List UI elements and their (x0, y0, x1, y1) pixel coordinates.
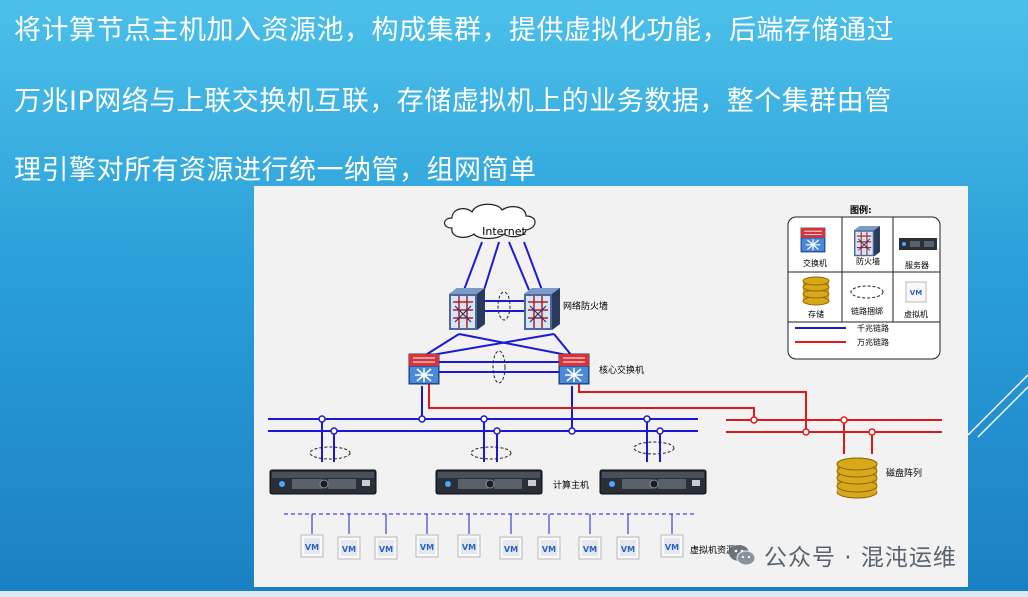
compute-hosts: 计算主机 (269, 469, 707, 495)
svg-text:交换机: 交换机 (803, 258, 827, 268)
link-bundles (309, 291, 675, 460)
disk-array-label: 磁盘阵列 (886, 467, 922, 479)
internet-cloud: Internet (443, 203, 536, 240)
ten-gigabit-links (428, 382, 942, 454)
vm-icon: VM (578, 536, 602, 560)
svg-text:VM: VM (621, 545, 635, 554)
vm-icon: VM (374, 536, 398, 560)
legend-switch: 交换机 (800, 227, 827, 268)
svg-text:防火墙: 防火墙 (856, 256, 880, 266)
bottom-bar (0, 591, 1028, 597)
watermark-text: 公众号 · 混沌运维 (764, 545, 957, 571)
vm-icon: VM (616, 536, 640, 560)
svg-text:服务器: 服务器 (905, 260, 929, 270)
svg-text:VM: VM (342, 545, 356, 554)
network-topology-diagram: Internet (254, 186, 968, 587)
slide-text-line-1: 将计算节点主机加入资源池，构成集群，提供虚拟化功能，后端存储通过 (14, 15, 894, 46)
svg-text:千兆链路: 千兆链路 (857, 323, 889, 333)
vm-icon: VM (660, 534, 684, 558)
svg-text:VM: VM (910, 289, 922, 297)
legend-storage: 存储 (802, 276, 830, 319)
svg-text:VM: VM (583, 545, 597, 554)
vm-links (284, 513, 694, 534)
legend-ten-gigabit-link: 万兆链路 (795, 337, 889, 347)
vm-icon: VM (300, 534, 324, 558)
legend-vm: VM 虚拟机 (904, 281, 928, 319)
svg-text:VM: VM (305, 543, 319, 552)
legend-link-bundle: 链路捆绑 (850, 285, 884, 316)
legend-gigabit-link: 千兆链路 (795, 323, 889, 333)
legend-title: 图例: (850, 204, 872, 216)
disk-array: 磁盘阵列 (836, 457, 922, 499)
vm-pool: VM VM VM VM VM VM VM VM VM VM 虚拟机资源池 (300, 534, 744, 560)
vm-icon: VM (499, 536, 523, 560)
wechat-icon (729, 545, 756, 566)
svg-text:虚拟机: 虚拟机 (904, 309, 928, 319)
legend: 图例: 交换机 防火墙 服务器 存储 链路捆绑 VM 虚拟机 (787, 204, 941, 360)
watermark: 公众号 · 混沌运维 (728, 537, 957, 573)
core-switch: 核心交换机 (408, 353, 644, 385)
network-firewall: 网络防火墙 (448, 287, 608, 331)
slide-text-line-2: 万兆IP网络与上联交换机互联，存储虚拟机上的业务数据，整个集群由管 (14, 86, 892, 117)
svg-text:VM: VM (379, 545, 393, 554)
svg-text:链路捆绑: 链路捆绑 (851, 306, 883, 316)
vm-icon: VM (537, 536, 561, 560)
legend-server: 服务器 (899, 238, 937, 270)
vm-icon: VM (415, 534, 439, 558)
svg-text:VM: VM (542, 545, 556, 554)
svg-text:存储: 存储 (808, 309, 824, 319)
vm-icon: VM (337, 536, 361, 560)
svg-text:VM: VM (504, 545, 518, 554)
firewall-label: 网络防火墙 (563, 300, 608, 312)
decorative-lines (968, 374, 1028, 438)
svg-text:万兆链路: 万兆链路 (857, 337, 889, 347)
svg-text:VM: VM (420, 543, 434, 552)
slide-text-line-3: 理引擎对所有资源进行统一纳管，组网简单 (14, 155, 537, 186)
svg-text:VM: VM (462, 543, 476, 552)
svg-text:VM: VM (665, 543, 679, 552)
vm-icon: VM (457, 534, 481, 558)
legend-firewall: 防火墙 (853, 225, 881, 266)
compute-host-label: 计算主机 (553, 479, 589, 491)
internet-label: Internet (482, 225, 526, 238)
core-switch-label: 核心交换机 (599, 364, 644, 376)
